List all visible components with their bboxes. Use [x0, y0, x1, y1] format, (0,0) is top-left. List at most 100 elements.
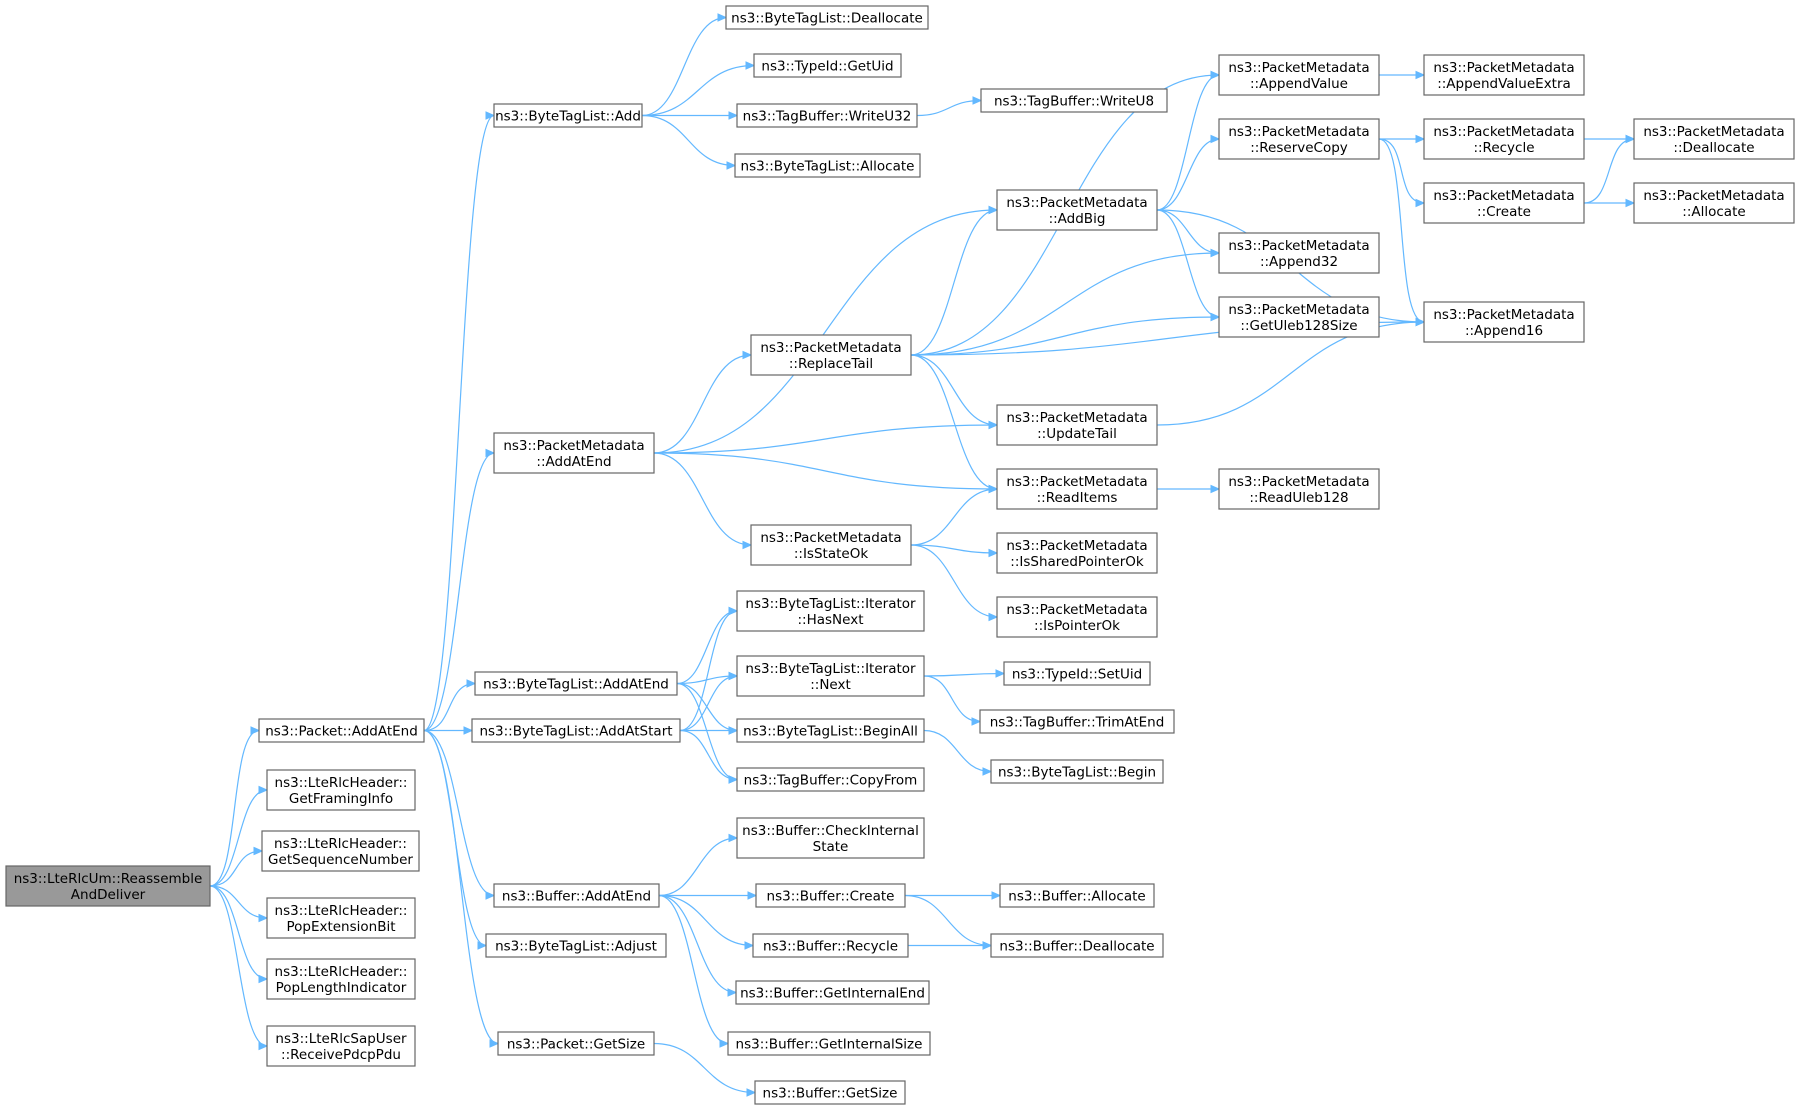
node-label: ns3::PacketMetadata — [1006, 195, 1147, 211]
node-buf-addatend[interactable]: ns3::Buffer::AddAtEnd — [493, 883, 660, 908]
node-getframing[interactable]: ns3::LteRlcHeader::GetFramingInfo — [266, 769, 416, 811]
node-btl-beginall[interactable]: ns3::ByteTagList::BeginAll — [736, 718, 925, 743]
node-box — [736, 817, 925, 859]
node-box — [5, 865, 211, 907]
node-pm-addbig[interactable]: ns3::PacketMetadata::AddBig — [996, 189, 1158, 231]
node-label: ns3::PacketMetadata — [1006, 410, 1147, 426]
edge-btl-addatstart-to-it-hasnext — [679, 611, 737, 732]
node-pkt-addatend[interactable]: ns3::Packet::AddAtEnd — [258, 718, 425, 743]
node-buf-getsize[interactable]: ns3::Buffer::GetSize — [754, 1080, 906, 1105]
node-pm-getuleb[interactable]: ns3::PacketMetadata::GetUleb128Size — [1218, 296, 1380, 338]
node-buf-dealloc[interactable]: ns3::Buffer::Deallocate — [990, 933, 1164, 958]
node-label: ns3::Buffer::AddAtEnd — [502, 889, 651, 905]
node-box — [979, 709, 1175, 734]
node-typeid-setuid[interactable]: ns3::TypeId::SetUid — [1003, 661, 1151, 686]
node-buf-getintsize[interactable]: ns3::Buffer::GetInternalSize — [727, 1031, 931, 1056]
node-pm-isstateok[interactable]: ns3::PacketMetadata::IsStateOk — [750, 524, 912, 566]
node-pm-updatetail[interactable]: ns3::PacketMetadata::UpdateTail — [996, 404, 1158, 446]
node-buf-recycle[interactable]: ns3::Buffer::Recycle — [752, 933, 909, 958]
node-pm-append16[interactable]: ns3::PacketMetadata::Append16 — [1423, 301, 1585, 343]
edge-pm-replacetail-to-pm-updatetail — [910, 354, 997, 425]
node-pm-isptr[interactable]: ns3::PacketMetadata::IsPointerOk — [996, 596, 1158, 638]
edge-pkt-addatend-to-btl-add — [423, 116, 494, 732]
node-recvpdcp[interactable]: ns3::LteRlcSapUser::ReceivePdcpPdu — [266, 1025, 416, 1067]
node-pm-dealloc[interactable]: ns3::PacketMetadata::Deallocate — [1633, 118, 1795, 160]
edge-pkt-addatend-to-buf-addatend — [423, 729, 494, 896]
node-label: ns3::PacketMetadata — [1228, 238, 1369, 254]
node-label: ::IsStateOk — [794, 546, 868, 562]
node-pkt-getsize[interactable]: ns3::Packet::GetSize — [497, 1031, 655, 1056]
node-box — [266, 1025, 416, 1067]
node-box — [980, 88, 1168, 113]
edge-btl-addatend-to-tb-copyfrom — [676, 682, 737, 780]
node-label: ns3::Buffer::CheckInternal — [742, 823, 919, 839]
node-label: ::Allocate — [1682, 204, 1745, 220]
node-box — [1423, 118, 1585, 160]
node-it-hasnext[interactable]: ns3::ByteTagList::Iterator::HasNext — [736, 590, 925, 632]
node-popext[interactable]: ns3::LteRlcHeader::PopExtensionBit — [266, 897, 416, 939]
node-label: ns3::LteRlcHeader:: — [275, 775, 408, 791]
node-typeid-getuid[interactable]: ns3::TypeId::GetUid — [753, 53, 902, 78]
node-label: GetFramingInfo — [289, 791, 393, 807]
node-box — [996, 596, 1158, 638]
node-tb-writeu8[interactable]: ns3::TagBuffer::WriteU8 — [980, 88, 1168, 113]
node-pm-appendvalueextra[interactable]: ns3::PacketMetadata::AppendValueExtra — [1423, 54, 1585, 96]
node-pm-replacetail[interactable]: ns3::PacketMetadata::ReplaceTail — [750, 334, 912, 376]
node-box — [753, 53, 902, 78]
node-pm-readitems[interactable]: ns3::PacketMetadata::ReadItems — [996, 468, 1158, 510]
node-tb-copyfrom[interactable]: ns3::TagBuffer::CopyFrom — [736, 767, 925, 792]
node-btl-dealloc[interactable]: ns3::ByteTagList::Deallocate — [725, 5, 929, 30]
edge-pm-addbig-to-pm-getuleb — [1156, 209, 1219, 317]
edge-pkt-getsize-to-buf-getsize — [653, 1042, 755, 1093]
node-btl-adjust[interactable]: ns3::ByteTagList::Adjust — [485, 933, 667, 958]
node-getseq[interactable]: ns3::LteRlcHeader::GetSequenceNumber — [261, 830, 420, 872]
edge-pkt-addatend-to-pm-addatend — [423, 453, 494, 732]
node-box — [266, 958, 416, 1000]
node-pm-addatend[interactable]: ns3::PacketMetadata::AddAtEnd — [493, 432, 655, 474]
edge-pm-addbig-to-pm-reservecopy — [1156, 139, 1219, 211]
node-label: ns3::Buffer::Create — [767, 889, 895, 905]
node-buf-getintend[interactable]: ns3::Buffer::GetInternalEnd — [735, 980, 930, 1005]
node-label: ns3::TagBuffer::CopyFrom — [744, 773, 918, 789]
node-label: ns3::PacketMetadata — [503, 438, 644, 454]
node-pm-append32[interactable]: ns3::PacketMetadata::Append32 — [1218, 232, 1380, 274]
node-label: ns3::ByteTagList::Allocate — [741, 159, 915, 175]
node-label: ::ReplaceTail — [789, 356, 873, 372]
node-btl-addatend[interactable]: ns3::ByteTagList::AddAtEnd — [474, 671, 678, 696]
node-label: ns3::TagBuffer::TrimAtEnd — [990, 715, 1165, 731]
node-label: ns3::Buffer::GetSize — [763, 1086, 898, 1102]
edge-pm-isstateok-to-pm-issharedptr — [910, 544, 997, 553]
node-box — [750, 334, 912, 376]
node-buf-create[interactable]: ns3::Buffer::Create — [755, 883, 906, 908]
node-box — [1633, 118, 1795, 160]
node-pm-appendvalue[interactable]: ns3::PacketMetadata::AppendValue — [1218, 54, 1380, 96]
node-btl-alloc[interactable]: ns3::ByteTagList::Allocate — [734, 153, 921, 178]
node-label: ns3::TagBuffer::WriteU8 — [994, 94, 1154, 110]
node-box — [1003, 661, 1151, 686]
node-pm-reservecopy[interactable]: ns3::PacketMetadata::ReserveCopy — [1218, 118, 1380, 160]
node-buf-alloc[interactable]: ns3::Buffer::Allocate — [999, 883, 1155, 908]
node-pm-issharedptr[interactable]: ns3::PacketMetadata::IsSharedPointerOk — [996, 532, 1158, 574]
node-pm-create[interactable]: ns3::PacketMetadata::Create — [1423, 182, 1585, 224]
node-tb-trimatend[interactable]: ns3::TagBuffer::TrimAtEnd — [979, 709, 1175, 734]
node-btl-add[interactable]: ns3::ByteTagList::Add — [493, 103, 643, 128]
node-tb-writeu32[interactable]: ns3::TagBuffer::WriteU32 — [736, 103, 918, 128]
node-btl-begin[interactable]: ns3::ByteTagList::Begin — [990, 759, 1164, 784]
node-box — [474, 671, 678, 696]
node-box — [996, 532, 1158, 574]
node-btl-addatstart[interactable]: ns3::ByteTagList::AddAtStart — [471, 718, 681, 743]
node-label: ns3::ByteTagList::AddAtStart — [479, 724, 672, 740]
node-label: ns3::LteRlcHeader:: — [274, 836, 407, 852]
node-box — [1633, 182, 1795, 224]
node-pm-alloc[interactable]: ns3::PacketMetadata::Allocate — [1633, 182, 1795, 224]
node-poplen[interactable]: ns3::LteRlcHeader::PopLengthIndicator — [266, 958, 416, 1000]
edge-root-to-getseq — [209, 851, 262, 887]
node-box — [485, 933, 667, 958]
node-it-next[interactable]: ns3::ByteTagList::Iterator::Next — [736, 655, 925, 697]
edge-btl-add-to-typeid-getuid — [641, 66, 754, 117]
node-pm-recycle[interactable]: ns3::PacketMetadata::Recycle — [1423, 118, 1585, 160]
node-label: ::HasNext — [797, 612, 863, 628]
node-pm-readuleb[interactable]: ns3::PacketMetadata::ReadUleb128 — [1218, 468, 1380, 510]
